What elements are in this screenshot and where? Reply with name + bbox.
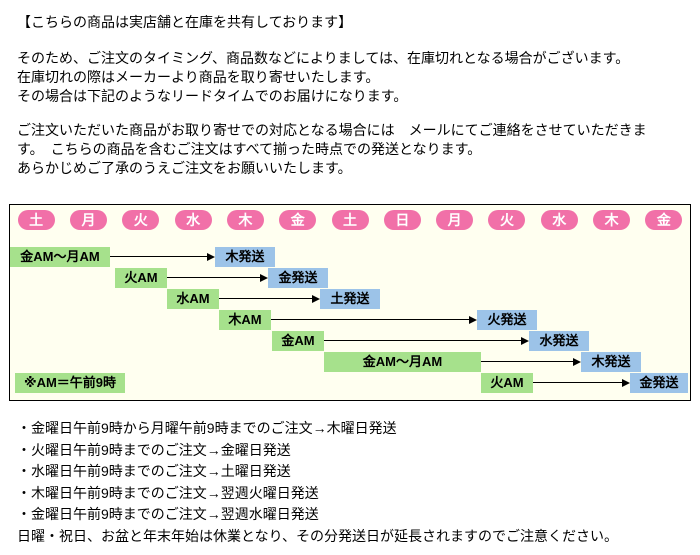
shipping-rule-line: ・水曜日午前9時までのご注文→土曜日発送 [17,463,291,479]
order-window-box: 火AM [115,268,167,288]
day-pill: 土 [17,210,55,230]
notice-line: ご注文いただいた商品がお取り寄せでの対応となる場合には メールにてご連絡をさせて… [17,122,647,138]
leadtime-arrow [167,274,268,282]
notice-paragraph-1: そのため、ご注文のタイミング、商品数などによりましては、在庫切れとなる場合がござ… [17,49,690,106]
ship-day-box: 金発送 [268,268,328,288]
leadtime-arrow [481,358,581,366]
ship-day-box: 木発送 [215,247,275,267]
order-window-box: 金AM～月AM [10,247,110,267]
day-pill: 日 [383,210,421,230]
day-pill: 木 [593,210,631,230]
order-window-box: 火AM [481,373,533,393]
notice-line: す。 こちらの商品を含むご注文はすべて揃った時点での発送となります。 [17,141,482,157]
day-pill: 土 [331,210,369,230]
leadtime-arrow [219,295,320,303]
shipping-rule-line: ・木曜日午前9時までのご注文→翌週火曜日発送 [17,484,319,501]
shipping-rule-line: ・金曜日午前9時までのご注文→翌週水曜日発送 [17,506,319,522]
notice-line: その場合は下記のようなリードタイムでのお届けになります。 [17,88,408,104]
holiday-notice-line: 日曜・祝日、お盆と年末年始は休業となり、その分発送日が延長されますのでご注意くだ… [17,527,619,544]
leadtime-arrow [271,316,477,324]
day-pill: 木 [226,210,264,230]
notice-paragraph-2: ご注文いただいた商品がお取り寄せでの対応となる場合には メールにてご連絡をさせて… [17,121,690,178]
day-pill: 金 [645,210,683,230]
am-definition-note: ※AM＝午前9時 [15,373,125,393]
notice-line: 在庫切れの際はメーカーより商品を取り寄せいたします。 [17,69,380,85]
shipping-rule-line: ・金曜日午前9時から月曜午前9時までのご注文→木曜日発送 [17,420,397,436]
leadtime-arrow [110,253,215,261]
notice-line: そのため、ご注文のタイミング、商品数などによりましては、在庫切れとなる場合がござ… [17,50,630,66]
shipping-rule-line: ・火曜日午前9時までのご注文→金曜日発送 [17,441,291,458]
shipping-rules-list: ・金曜日午前9時から月曜午前9時までのご注文→木曜日発送 ・火曜日午前9時までの… [17,418,700,547]
order-window-box: 水AM [167,289,219,309]
day-pill: 水 [174,210,212,230]
leadtime-diagram: 土 月 火 水 木 金 土 日 月 火 水 木 金 金AM～月AM 木発送 火A… [9,204,691,401]
day-pill: 火 [488,210,526,230]
day-pill: 火 [122,210,160,230]
day-pill: 水 [540,210,578,230]
order-window-box: 金AM [272,331,324,351]
order-window-box: 金AM～月AM [324,352,481,372]
ship-day-box: 火発送 [477,310,537,330]
day-pill: 金 [279,210,317,230]
day-header-row: 土 月 火 水 木 金 土 日 月 火 水 木 金 [10,210,690,230]
leadtime-arrow [533,379,630,387]
order-window-box: 木AM [219,310,271,330]
ship-day-box: 水発送 [529,331,589,351]
ship-day-box: 金発送 [630,373,688,393]
day-pill: 月 [69,210,107,230]
day-pill: 月 [436,210,474,230]
ship-day-box: 土発送 [320,289,380,309]
leadtime-arrow [324,337,529,345]
notice-text-block: 【こちらの商品は実店舗と在庫を共有しております】 そのため、ご注文のタイミング、… [0,0,700,178]
notice-title: 【こちらの商品は実店舗と在庫を共有しております】 [17,14,353,30]
notice-line: あらかじめご了承のうえご注文をお願いいたします。 [17,160,352,176]
ship-day-box: 木発送 [581,352,641,372]
